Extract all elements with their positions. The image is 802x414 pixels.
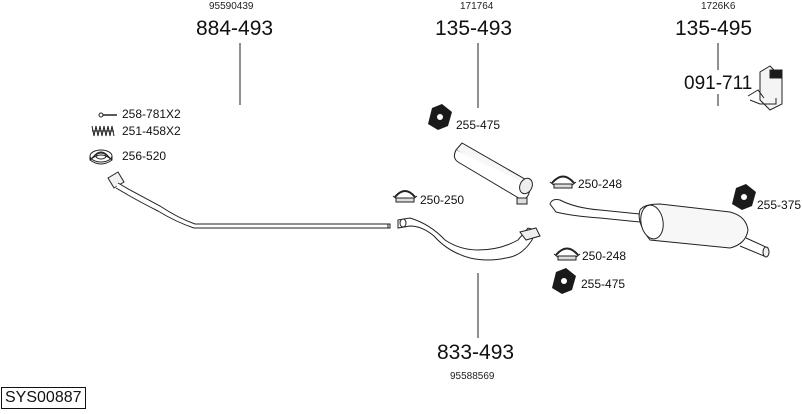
part-label-rear-hanger[interactable]: 255-475 [581, 277, 626, 291]
oem-number: 95590439 [209, 1, 254, 12]
rubber-mount-icon [732, 184, 756, 210]
spring-icon [92, 126, 114, 136]
front-pipe-icon [108, 172, 390, 228]
rear-silencer-icon [550, 200, 769, 258]
rubber-hanger-icon [428, 104, 452, 130]
part-label-rear-mount[interactable]: 255-375 [757, 198, 802, 212]
center-pipe-icon [398, 218, 540, 260]
part-label-bolt[interactable]: 258-781X2 [122, 107, 181, 121]
part-number-front-pipe[interactable]: 884-493 [196, 17, 274, 40]
rubber-hanger-icon [552, 268, 576, 294]
clamp-icon [550, 177, 576, 189]
part-label-gasket-ring[interactable]: 256-520 [122, 149, 167, 163]
part-label-mid-clamp[interactable]: 250-248 [578, 177, 623, 191]
clamp-icon [393, 191, 417, 202]
part-label-spring[interactable]: 251-458X2 [122, 124, 181, 138]
part-number-mount-kit[interactable]: 091-711 [684, 73, 753, 94]
system-code-box: SYS00887 [1, 387, 86, 409]
part-label-rear-clamp[interactable]: 250-248 [582, 249, 627, 263]
gasket-ring-icon [90, 150, 112, 164]
middle-silencer-icon [454, 143, 534, 204]
clamp-icon [554, 249, 580, 261]
bolt-icon [99, 113, 117, 117]
oem-number: 1726K6 [701, 1, 736, 12]
oem-number: 95588569 [450, 371, 495, 382]
part-label-hanger-top[interactable]: 255-475 [456, 118, 501, 132]
part-label-front-clamp[interactable]: 250-250 [420, 193, 465, 207]
mounting-kit-icon [748, 66, 782, 110]
part-number-center-pipe[interactable]: 833-493 [437, 341, 515, 364]
oem-number: 171764 [460, 1, 494, 12]
part-number-middle-silencer[interactable]: 135-493 [435, 17, 513, 40]
part-number-rear-silencer[interactable]: 135-495 [675, 17, 753, 40]
